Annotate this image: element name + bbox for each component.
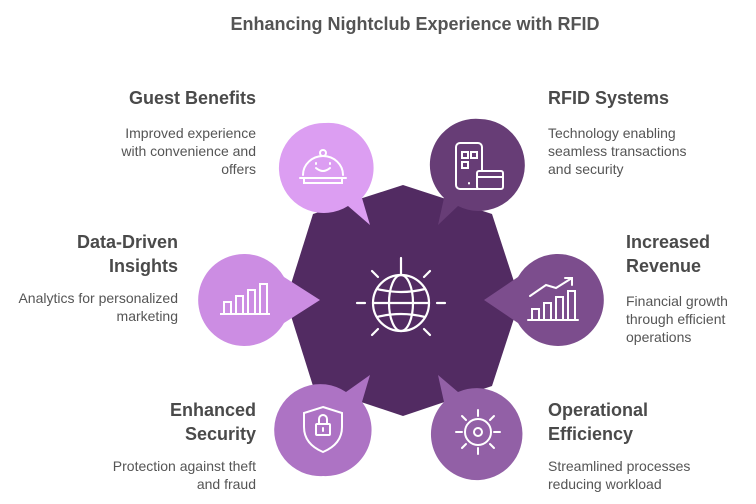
mobile-payment-icon — [455, 142, 504, 190]
rfid-heading: RFID Systems — [548, 88, 670, 108]
page-title: Enhancing Nightclub Experience with RFID — [230, 14, 600, 34]
shield-lock-icon — [303, 405, 343, 454]
data-description: Analytics for personalized marketing — [18, 290, 178, 324]
security-description: Protection against theft and fraud — [112, 458, 256, 492]
efficiency-heading: Operational Efficiency — [548, 400, 649, 444]
security-petal — [274, 375, 372, 477]
rfid-description: Technology enabling seamless transaction… — [548, 125, 687, 177]
bar-chart-icon — [220, 283, 270, 315]
cloche-icon — [299, 149, 347, 184]
disco-ball-icon — [355, 256, 447, 337]
guest-petal — [278, 122, 374, 225]
data-heading: Data-Driven Insights — [76, 232, 178, 276]
guest-heading: Guest Benefits — [128, 88, 256, 108]
revenue-description: Financial growth through efficient opera… — [626, 293, 728, 345]
efficiency-description: Streamlined processes reducing workload — [548, 458, 691, 492]
security-heading: Enhanced Security — [169, 400, 256, 444]
center-hexagon — [286, 185, 520, 416]
gear-icon — [455, 409, 501, 455]
revenue-petal — [484, 253, 604, 346]
growth-chart-icon — [527, 277, 579, 321]
guest-description: Improved experience with convenience and… — [121, 125, 256, 177]
revenue-heading: Increased Revenue — [626, 232, 711, 276]
